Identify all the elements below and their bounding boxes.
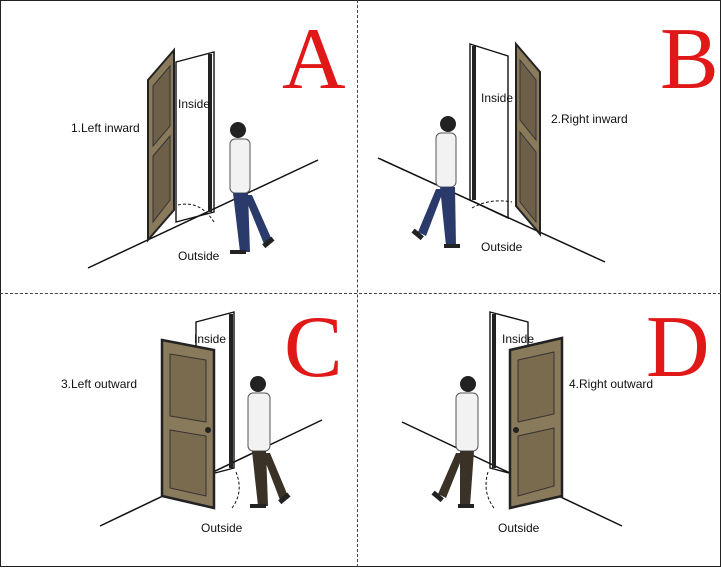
door-handle [205,427,211,433]
floor-line [87,159,319,269]
panel-b-right-inward: B 2.Right inward Inside Outside [360,0,718,283]
panel-d-illustration [401,311,623,527]
door-panel-bottom [152,134,171,224]
swing-arc [231,471,240,509]
panel-c-left-outward: C 3.Left outward Inside Outside [0,296,358,579]
door-panel-top [169,353,207,423]
person-figure [247,376,291,508]
door-type-label: 4.Right outward [569,377,654,391]
swing-arc [485,471,495,509]
door-panel-top [519,58,537,142]
panel-a-left-inward: A 1.Left inward Inside Outside [0,0,358,283]
door-panel-bottom [169,429,207,497]
inside-label: Inside [502,332,535,346]
horizontal-divider [0,293,721,294]
door-swing-diagram: A 1.Left inward Inside Outside B 2.Right… [0,0,721,567]
outside-label: Outside [201,521,243,535]
door-type-label: 2.Right inward [551,112,628,126]
door-panel-bottom [517,427,555,497]
panel-c-illustration [99,311,323,527]
door-type-label: 3.Left outward [61,377,138,391]
inside-label: Inside [194,332,227,346]
panel-letter: D [646,299,710,396]
person-figure [229,122,275,254]
inside-label: Inside [178,97,211,111]
door-frame [175,51,215,223]
panel-a-illustration [87,47,319,269]
door-handle [513,427,519,433]
panel-letter: B [660,11,718,108]
panel-letter: C [284,299,343,396]
swing-arc [471,200,513,209]
panel-d-right-outward: D 4.Right outward Inside Outside [360,296,718,579]
outside-label: Outside [178,249,220,263]
vertical-divider [357,0,358,567]
inside-label: Inside [481,91,514,105]
person-figure [411,116,460,248]
outside-label: Outside [481,240,523,254]
door-type-label: 1.Left inward [71,121,140,135]
person-figure [431,376,479,508]
door-frame [469,43,509,220]
panel-letter: A [282,11,346,108]
swing-arc [177,203,215,223]
outside-label: Outside [498,521,540,535]
door-panel-top [517,351,555,423]
panel-b-illustration [377,41,606,263]
door-panel-top [152,64,171,148]
door-panel-bottom [519,130,537,224]
